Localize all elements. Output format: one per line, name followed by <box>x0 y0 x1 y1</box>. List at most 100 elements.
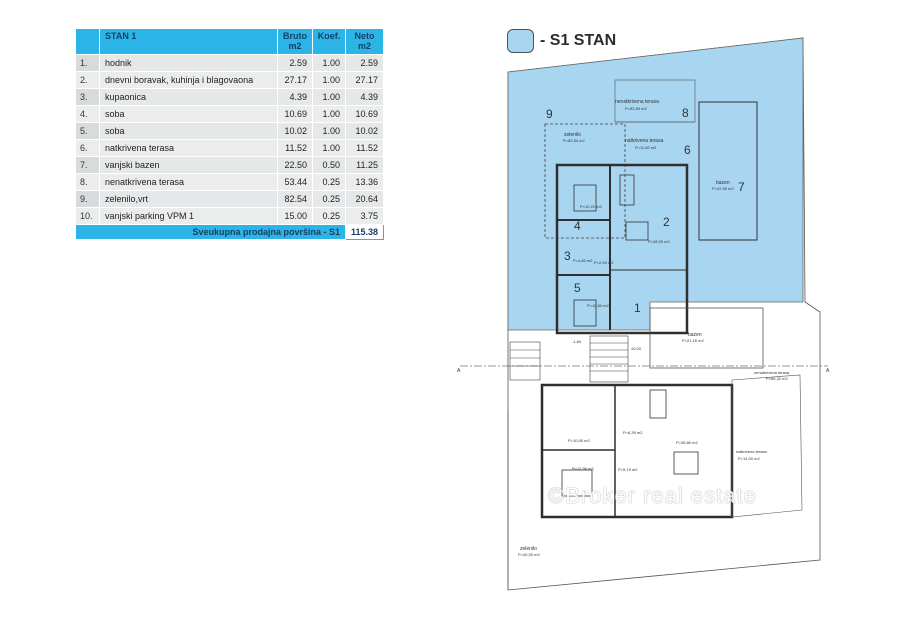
room-number-2: 2 <box>663 215 670 229</box>
row-name: soba <box>99 105 278 123</box>
row-neto: 2.59 <box>345 54 384 72</box>
row-bruto: 22.50 <box>277 156 313 174</box>
header-index <box>75 28 100 55</box>
label-p53: P=53,59 m2 <box>625 106 647 111</box>
row-koef: 1.00 <box>312 88 346 106</box>
label-p12-96: P=12,96 m2 <box>572 466 594 471</box>
row-koef: 0.25 <box>312 173 346 191</box>
room-number-5: 5 <box>574 281 581 295</box>
bed-icon <box>573 299 597 327</box>
label-p66: P=66,32 m2 <box>766 376 788 381</box>
row-index: 5. <box>75 122 100 140</box>
label-nenatkrivena-terasa: nenatkrivena terasa <box>615 99 659 105</box>
row-name: nenatkrivena terasa <box>99 173 278 191</box>
row-name: kupaonica <box>99 88 278 106</box>
row-neto: 4.39 <box>345 88 384 106</box>
room-number-4: 4 <box>574 219 581 233</box>
row-neto: 10.02 <box>345 122 384 140</box>
label-p14: P=14,00 m2 <box>738 456 760 461</box>
row-bruto: 15.00 <box>277 207 313 225</box>
watermark: ©Broker real estate <box>548 483 757 508</box>
label-level-2: ±0,00 <box>631 346 642 351</box>
header-bruto: Bruto m2 <box>277 28 313 55</box>
row-name: vanjski bazen <box>99 156 278 174</box>
header-koef: Koef. <box>312 28 346 55</box>
legend-swatch <box>507 29 534 53</box>
header-title: STAN 1 <box>99 28 278 55</box>
label-level-1: -1,84 <box>572 339 582 344</box>
label-natkrivena-terasa: natkrivena terasa <box>625 138 664 144</box>
section-marker-left: A <box>457 368 461 374</box>
row-index: 6. <box>75 139 100 157</box>
row-neto: 3.75 <box>345 207 384 225</box>
bed-icon <box>561 469 593 497</box>
room-number-9: 9 <box>546 107 553 121</box>
row-bruto: 10.02 <box>277 122 313 140</box>
row-index: 3. <box>75 88 100 106</box>
row-name: zelenilo,vrt <box>99 190 278 208</box>
total-value: 115.38 <box>345 224 384 240</box>
label-p10-21: P=10,21 m2 <box>580 204 602 209</box>
row-name: vanjski parking VPM 1 <box>99 207 278 225</box>
label-p2-40: P=2,40 m2 <box>594 260 614 265</box>
row-name: dnevni boravak, kuhinja i blagovaona <box>99 71 278 89</box>
row-neto: 10.69 <box>345 105 384 123</box>
legend-label: - S1 STAN <box>540 32 617 49</box>
lower-pool <box>649 307 764 369</box>
row-bruto: 4.39 <box>277 88 313 106</box>
row-index: 9. <box>75 190 100 208</box>
row-index: 7. <box>75 156 100 174</box>
header-neto: Neto m2 <box>345 28 384 55</box>
row-index: 8. <box>75 173 100 191</box>
label-zelenilo-lower: zelenilo <box>520 546 537 552</box>
label-p28: P=28,00 m2 <box>648 239 670 244</box>
lower-terrace <box>731 374 803 518</box>
label-nenatkrivena-terasa-lower: nenatkrivena terasa <box>754 370 790 375</box>
row-koef: 1.00 <box>312 71 346 89</box>
label-p10-00: P=10,00 m2 <box>568 438 590 443</box>
legend: - S1 STAN <box>507 29 616 53</box>
row-neto: 20.64 <box>345 190 384 208</box>
table-header-row: STAN 1 Bruto m2 Koef. Neto m2 <box>75 28 384 55</box>
label-p4-80: P=4,80 m2 <box>573 258 593 263</box>
row-bruto: 2.59 <box>277 54 313 72</box>
total-label: Sveukupna prodajna površina - S1 <box>75 224 346 240</box>
room-number-7: 7 <box>738 180 745 194</box>
label-bazen-lower: bazen <box>688 332 702 338</box>
floor-plan: 9 8 6 7 2 4 3 5 1 nenatkrivena terasa P=… <box>457 37 830 591</box>
room-number-8: 8 <box>682 106 689 120</box>
label-p11: P=11,50 m2 <box>635 145 657 150</box>
row-koef: 0.50 <box>312 156 346 174</box>
row-bruto: 10.69 <box>277 105 313 123</box>
row-index: 10. <box>75 207 100 225</box>
label-p10-60: P=10,60 m2 <box>587 303 609 308</box>
dining-table-icon <box>673 451 699 475</box>
label-p35: P=35,80 m2 <box>676 440 698 445</box>
row-koef: 0.25 <box>312 207 346 225</box>
label-natkrivena-terasa-lower: natkrivena terasa <box>736 449 767 454</box>
row-name: natkrivena terasa <box>99 139 278 157</box>
label-p5-19: P=5,19 m2 <box>618 467 638 472</box>
table-total-row: Sveukupna prodajna površina - S1 115.38 <box>75 224 384 240</box>
label-p40: P=40,00 m2 <box>518 552 540 557</box>
row-koef: 1.00 <box>312 139 346 157</box>
row-index: 2. <box>75 71 100 89</box>
row-name: hodnik <box>99 54 278 72</box>
label-zelenilo: zelenilo <box>564 132 581 138</box>
apartment-walls <box>555 163 689 335</box>
row-index: 4. <box>75 105 100 123</box>
sofa-icon <box>649 389 667 419</box>
row-neto: 11.25 <box>345 156 384 174</box>
row-bruto: 11.52 <box>277 139 313 157</box>
room-number-6: 6 <box>684 143 691 157</box>
sofa-icon <box>619 174 635 206</box>
dining-table-icon <box>625 221 649 241</box>
